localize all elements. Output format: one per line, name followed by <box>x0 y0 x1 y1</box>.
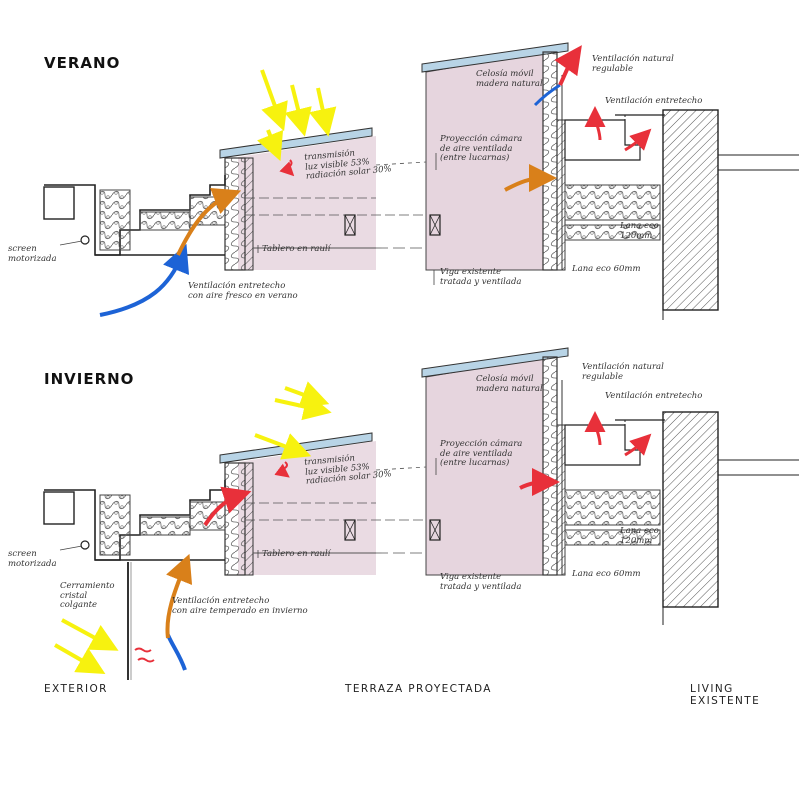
winter-left-wall <box>224 462 246 576</box>
winter-warm-air-arrow-2 <box>519 468 560 497</box>
winter-attic-vent-note: Ventilación entretecho <box>605 391 703 401</box>
summer-board-note: Tablero en raulí <box>262 244 331 254</box>
winter-living-wall <box>662 411 719 608</box>
winter-screen-note: screen motorizada <box>8 549 57 569</box>
summer-wool60-note: Lana eco 60mm <box>572 264 641 274</box>
winter-attic-vent-arrow-2 <box>624 433 652 457</box>
winter-tempered-air-arrow <box>165 553 193 639</box>
summer-warm-air-arrow-1 <box>176 187 242 256</box>
summer-sun-ray-2 <box>284 84 312 137</box>
zone-living-label: LIVING EXISTENTE <box>690 683 761 707</box>
winter-interior-fill <box>238 441 376 575</box>
summer-sun-ray-3 <box>308 87 337 137</box>
summer-heat-wave <box>279 159 295 177</box>
summer-attic-insulation <box>564 184 661 221</box>
winter-beam-box <box>344 519 356 541</box>
winter-heat-wave-1 <box>274 461 290 478</box>
summer-beam-note: Viga existente tratada y ventilada <box>440 267 522 287</box>
summer-screen-roller <box>80 235 90 245</box>
winter-screen-roller <box>80 540 90 550</box>
leader-lines <box>257 153 566 573</box>
summer-section <box>43 42 799 320</box>
winter-heading: INVIERNO <box>44 370 135 388</box>
summer-projection-note: Proyección cámara de aire ventilada (ent… <box>440 134 523 163</box>
winter-warm-air-arrow-1 <box>203 486 252 527</box>
summer-attic-vent-arrow-1 <box>584 106 606 141</box>
winter-sun-ray-5 <box>54 643 106 674</box>
summer-fresh-air-arrow <box>99 243 190 317</box>
winter-sun-ray-4 <box>61 618 119 651</box>
winter-sun-ray-3 <box>284 381 330 408</box>
summer-attic-vent-arrow-2 <box>624 128 652 152</box>
summer-living-wall <box>662 109 719 311</box>
summer-ventilation-note: Ventilación entretecho con aire fresco e… <box>188 281 298 301</box>
summer-beam-box <box>344 214 356 236</box>
winter-sun-ray-1 <box>274 392 332 421</box>
winter-beam-note: Viga existente tratada y ventilada <box>440 572 522 592</box>
zone-terrace-label: TERRAZA PROYECTADA <box>345 683 492 695</box>
winter-attic-insulation <box>564 489 661 526</box>
summer-louver-note: Celosía móvil madera natural <box>476 69 543 89</box>
winter-glass-note: Cerramiento cristal colgante <box>60 581 115 610</box>
summer-heading: VERANO <box>44 54 121 72</box>
winter-natural-vent-note: Ventilación natural regulable <box>582 362 664 382</box>
summer-left-wall <box>224 157 246 271</box>
summer-interior-fill <box>238 136 376 270</box>
summer-attic-vent-note: Ventilación entretecho <box>605 96 703 106</box>
winter-cold-air-arrow <box>166 634 187 671</box>
winter-board-note: Tablero en raulí <box>262 549 331 559</box>
winter-projection-note: Proyección cámara de aire ventilada (ent… <box>440 439 523 468</box>
summer-warm-air-arrow-2 <box>504 164 557 193</box>
summer-blue-to-red-arrow <box>533 83 561 107</box>
winter-ventilation-note: Ventilación entretecho con aire temperad… <box>172 596 308 616</box>
winter-louver-note: Celosía móvil madera natural <box>476 374 543 394</box>
winter-attic-vent-arrow-1 <box>584 411 606 446</box>
zone-exterior-label: EXTERIOR <box>44 683 108 695</box>
summer-sun-ray-1 <box>260 69 288 132</box>
winter-sun-ray-2 <box>254 433 312 460</box>
winter-wool60-note: Lana eco 60mm <box>572 569 641 579</box>
summer-sun-ray-4 <box>257 129 284 162</box>
summer-natural-vent-note: Ventilación natural regulable <box>592 54 674 74</box>
winter-heat-wave-2 <box>134 647 152 653</box>
winter-wool120-note: Lana eco 120mm <box>620 526 659 546</box>
winter-roof-right <box>421 347 569 378</box>
summer-wool120-note: Lana eco 120mm <box>620 221 659 241</box>
summer-natural-vent-arrow <box>554 45 582 86</box>
winter-section <box>43 347 799 680</box>
summer-screen-note: screen motorizada <box>8 244 57 264</box>
